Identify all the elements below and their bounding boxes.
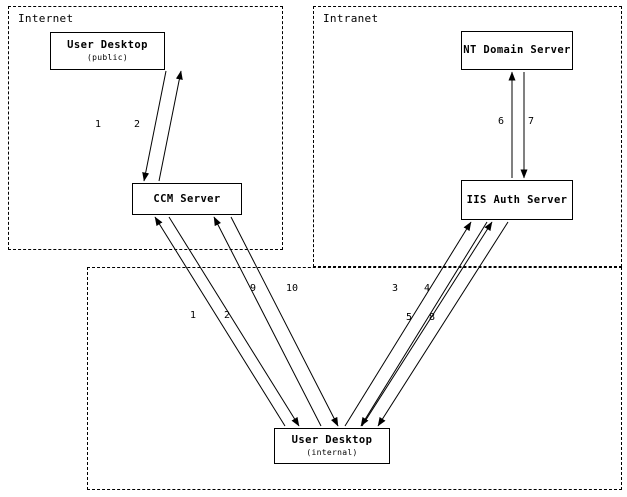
zone-intranet (313, 6, 622, 267)
edge-label-flow-1-public: 1 (95, 119, 102, 130)
edge-label-flow-3: 3 (392, 283, 399, 294)
edge-label-flow-6: 6 (498, 116, 505, 127)
edge-label-flow-10: 10 (286, 283, 299, 294)
edge-label-flow-5: 5 (406, 312, 413, 323)
connector-flow-3 (344, 221, 472, 427)
edge-label-flow-2-internal: 2 (224, 310, 231, 321)
connector-flow-1-public (142, 70, 167, 182)
node-label-iis-auth-server: IIS Auth Server (466, 193, 568, 206)
connector-flow-2-internal (168, 216, 300, 427)
edge-label-flow-8: 8 (429, 312, 436, 323)
zone-internet (8, 6, 283, 250)
node-user-desktop-public[interactable]: User Desktop (public) (50, 32, 165, 70)
connector-flow-9 (213, 216, 322, 427)
zone-label-intranet: Intranet (323, 12, 379, 25)
connector-flow-2-public (158, 70, 183, 182)
edge-label-flow-2-public: 2 (134, 119, 141, 130)
zone-label-internet: Internet (18, 12, 74, 25)
connector-flow-1-internal (154, 216, 286, 427)
connector-flow-5 (361, 221, 493, 427)
node-sublabel-user-desktop-public: (public) (87, 53, 128, 62)
connector-flow-10 (230, 216, 339, 427)
connector-flow-4 (360, 221, 488, 427)
edge-label-flow-4: 4 (424, 283, 431, 294)
edge-label-flow-9: 9 (250, 283, 257, 294)
edge-label-flow-1-internal: 1 (190, 310, 197, 321)
edge-group (142, 70, 528, 427)
connector-flow-8 (377, 221, 509, 427)
zone-internal-lan (87, 267, 622, 490)
node-ccm-server[interactable]: CCM Server (132, 183, 242, 215)
node-user-desktop-internal[interactable]: User Desktop (internal) (274, 428, 390, 464)
node-label-user-desktop-internal: User Desktop (291, 434, 373, 446)
node-nt-domain-server[interactable]: NT Domain Server (461, 31, 573, 70)
node-iis-auth-server[interactable]: IIS Auth Server (461, 180, 573, 220)
node-sublabel-user-desktop-internal: (internal) (306, 448, 358, 457)
node-label-user-desktop-public: User Desktop (67, 39, 148, 51)
node-label-nt-domain-server: NT Domain Server (463, 44, 571, 56)
edge-label-flow-7: 7 (528, 116, 535, 127)
node-label-ccm-server: CCM Server (153, 192, 221, 205)
